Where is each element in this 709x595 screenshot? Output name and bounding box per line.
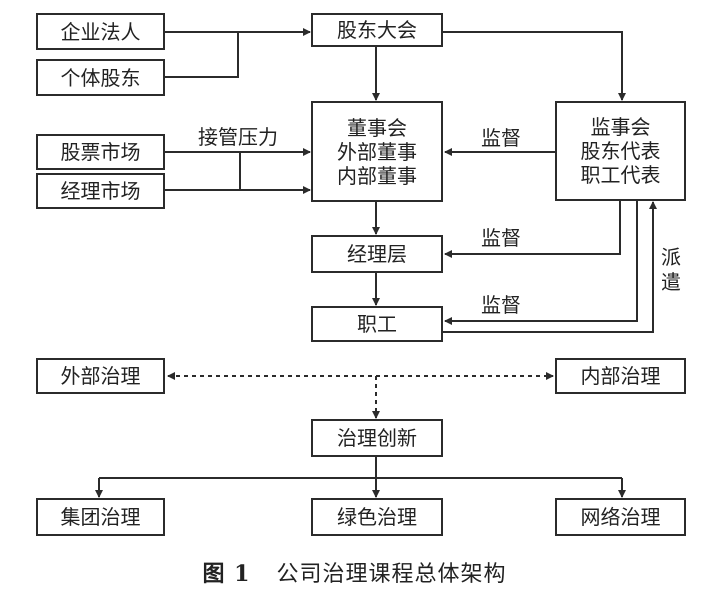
network-governance-label: 网络治理 xyxy=(580,505,661,529)
supervision-board-label: 监督 xyxy=(481,126,521,150)
supervisory-line-2: 股东代表 xyxy=(580,139,661,163)
arrow-dispatch xyxy=(443,201,657,333)
individual-shareholder-box: 个体股东 xyxy=(36,59,165,96)
network-governance-box: 网络治理 xyxy=(555,498,686,536)
stock-market-box: 股票市场 xyxy=(36,134,165,170)
internal-governance-label: 内部治理 xyxy=(580,364,661,388)
line-individual xyxy=(165,32,239,78)
supervisory-line-1: 监事会 xyxy=(590,115,651,139)
corporate-legal-person-box: 企业法人 xyxy=(36,13,165,50)
manager-market-label: 经理市场 xyxy=(60,179,141,203)
group-governance-box: 集团治理 xyxy=(36,498,165,536)
figure-title: 公司治理课程总体架构 xyxy=(276,562,507,587)
internal-governance-box: 内部治理 xyxy=(555,358,686,394)
management-layer-box: 经理层 xyxy=(311,235,443,273)
figure-number: 图 1 xyxy=(202,561,251,587)
corporate-legal-person-label: 企业法人 xyxy=(60,19,141,44)
group-governance-label: 集团治理 xyxy=(60,505,141,529)
dispatch-label: 派 遣 xyxy=(660,245,682,295)
green-governance-box: 绿色治理 xyxy=(311,498,443,536)
individual-shareholder-label: 个体股东 xyxy=(60,65,141,90)
management-layer-label: 经理层 xyxy=(347,242,407,266)
board-line-2: 外部董事 xyxy=(337,139,417,164)
supervision-managers-label: 监督 xyxy=(481,226,521,250)
supervision-employees-label: 监督 xyxy=(481,293,521,317)
board-line-1: 董事会 xyxy=(347,115,407,140)
takeover-pressure-label: 接管压力 xyxy=(198,125,278,149)
supervisory-line-3: 职工代表 xyxy=(580,163,661,187)
stock-market-label: 股票市场 xyxy=(60,140,141,164)
dispatch-char-1: 派 xyxy=(661,245,681,269)
external-governance-label: 外部治理 xyxy=(60,364,141,388)
arrow-supervise-managers xyxy=(444,200,621,258)
figure-caption: 图 1 公司治理课程总体架构 xyxy=(0,556,709,588)
employees-label: 职工 xyxy=(357,312,397,336)
external-governance-box: 外部治理 xyxy=(36,358,165,394)
arrow-supervise-employees xyxy=(444,200,638,325)
employees-box: 职工 xyxy=(311,306,443,342)
dispatch-char-2: 遣 xyxy=(661,270,681,294)
governance-innovation-label: 治理创新 xyxy=(337,426,417,450)
shareholders-meeting-box: 股东大会 xyxy=(311,13,443,47)
arrow-meeting-supervisory xyxy=(443,31,626,101)
governance-innovation-box: 治理创新 xyxy=(311,419,443,457)
green-governance-label: 绿色治理 xyxy=(337,505,417,529)
board-box: 董事会 外部董事 内部董事 xyxy=(311,101,443,202)
manager-market-box: 经理市场 xyxy=(36,173,165,209)
board-line-3: 内部董事 xyxy=(337,163,417,188)
supervisory-board-box: 监事会 股东代表 职工代表 xyxy=(555,101,686,201)
shareholders-meeting-label: 股东大会 xyxy=(337,18,417,42)
